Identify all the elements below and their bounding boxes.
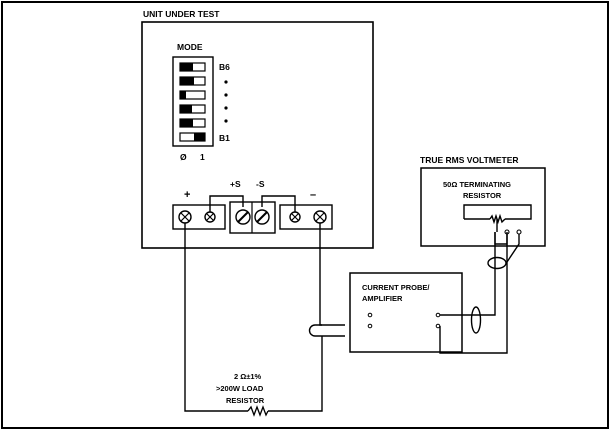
voltmeter-box: [420, 167, 546, 247]
plus-s-screw[interactable]: [235, 209, 251, 225]
dip-switch-b5[interactable]: [179, 76, 206, 86]
bit-b6-label: B6: [219, 62, 230, 72]
minus-sense-terminal[interactable]: [289, 211, 301, 223]
terminal-plus-sense-label: +S: [230, 179, 241, 189]
uut-title: UNIT UNDER TEST: [143, 9, 220, 19]
terminating-resistor-line1: 50Ω TERMINATING: [443, 180, 511, 189]
current-probe-title-line1: CURRENT PROBE/: [362, 283, 430, 292]
amplifier-output-jacks[interactable]: [435, 312, 441, 329]
terminal-strip: [172, 201, 333, 234]
voltmeter-input-wiring: [487, 232, 520, 270]
amplifier-to-voltmeter-cable: [439, 232, 508, 354]
switch-axis-zero: Ø: [180, 152, 187, 162]
dip-switch-b6[interactable]: [179, 62, 206, 72]
load-resistor-label: RESISTOR: [226, 396, 265, 405]
voltmeter-title: TRUE RMS VOLTMETER: [420, 155, 519, 165]
plus-output-terminal[interactable]: [178, 210, 192, 224]
voltmeter-input-jacks[interactable]: [504, 229, 522, 235]
dip-switch-b2[interactable]: [179, 118, 206, 128]
load-resistor-power: >200W LOAD: [216, 384, 264, 393]
load-wiring: [184, 223, 345, 412]
dip-switch-b1[interactable]: [179, 132, 206, 142]
terminal-plus-label: +: [184, 189, 190, 201]
minus-s-screw[interactable]: [254, 209, 270, 225]
terminal-minus-sense-label: -S: [256, 179, 265, 189]
current-probe-title-line2: AMPLIFIER: [362, 294, 403, 303]
load-resistor-symbol: [247, 405, 269, 417]
terminating-resistor: [463, 204, 532, 232]
dip-switch-b4[interactable]: [179, 90, 206, 100]
mode-label: MODE: [177, 42, 203, 52]
sense-jumpers: [209, 195, 296, 217]
mode-dip-switches: [179, 62, 206, 142]
current-probe-box: [349, 272, 463, 353]
bit-b1-label: B1: [219, 133, 230, 143]
bit-dots: [224, 80, 228, 123]
minus-output-terminal[interactable]: [313, 210, 327, 224]
terminating-resistor-line2: RESISTOR: [463, 191, 502, 200]
uut-box: [141, 21, 374, 249]
probe-input-jacks[interactable]: [367, 312, 373, 329]
terminal-minus-label: –: [310, 189, 316, 201]
mode-switch-panel: [172, 56, 214, 147]
plus-sense-terminal[interactable]: [204, 211, 216, 223]
switch-axis-one: 1: [200, 152, 205, 162]
load-resistor-value: 2 Ω±1%: [234, 372, 262, 381]
dip-switch-b3[interactable]: [179, 104, 206, 114]
